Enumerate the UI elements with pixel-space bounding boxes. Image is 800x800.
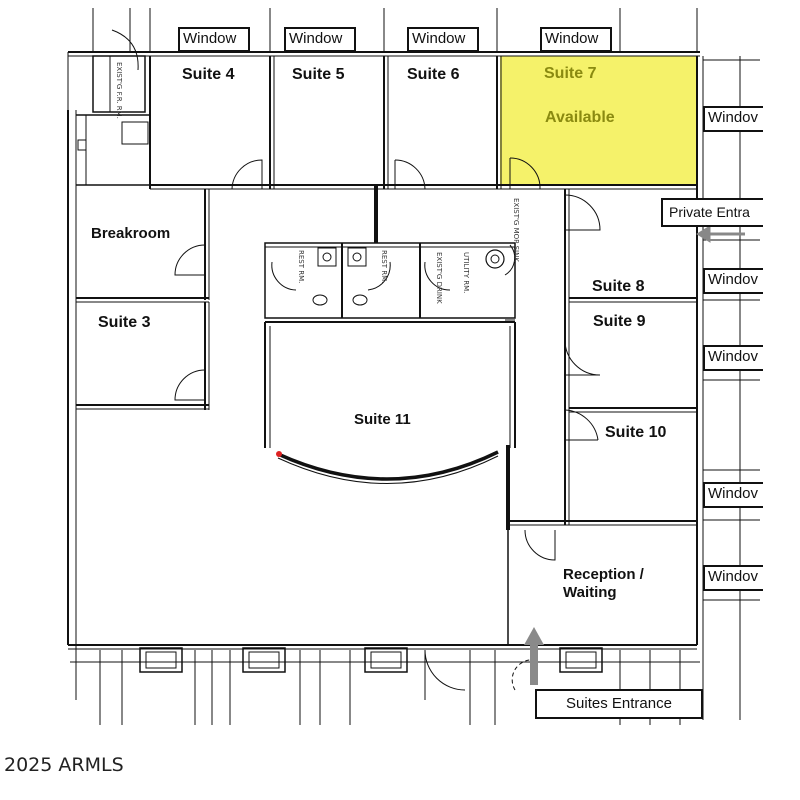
suites-entrance-label: Suites Entrance <box>535 689 703 719</box>
copyright-text: 2025 ARMLS <box>4 754 124 776</box>
suite-4-label: Suite 4 <box>182 66 235 83</box>
existing-fr-room-label: EXIST'G F.R. RM. <box>115 62 123 119</box>
reception-label-line2: Waiting <box>563 584 617 601</box>
reception-label-line1: Reception / <box>563 566 644 583</box>
suite-5-label: Suite 5 <box>292 66 345 83</box>
mop-sink-label: EXIST'G MOP SINK <box>512 198 520 262</box>
suite-7-status: Available <box>545 109 615 126</box>
suite-9-label: Suite 9 <box>593 313 646 330</box>
window-label-right-5: Windov <box>703 565 763 591</box>
suite-8-label: Suite 8 <box>592 278 645 295</box>
rest-room-2-label: REST RM. <box>380 250 388 284</box>
window-label-right-1: Windov <box>703 106 763 132</box>
utility-room-label: UTILITY RM. <box>462 252 470 294</box>
suite-7-highlight <box>500 56 697 184</box>
suite-11-marker <box>276 451 282 457</box>
suite-6-label: Suite 6 <box>407 66 460 83</box>
suite-11-label: Suite 11 <box>354 411 411 428</box>
window-label-top-1: Window <box>178 27 250 52</box>
private-entrance-label: Private Entra <box>661 198 763 227</box>
suite-10-label: Suite 10 <box>605 424 667 441</box>
rest-room-1-label: REST RM. <box>297 250 305 284</box>
window-label-right-2: Windov <box>703 268 763 294</box>
private-entrance-arrow <box>696 225 745 243</box>
window-label-right-4: Windov <box>703 482 763 508</box>
breakroom-label: Breakroom <box>91 225 171 242</box>
window-label-top-2: Window <box>284 27 356 52</box>
drink-label: EXIST'G DRINK <box>435 252 443 304</box>
window-label-right-3: Windov <box>703 345 763 371</box>
window-label-top-4: Window <box>540 27 612 52</box>
suites-entrance-arrow <box>524 627 544 685</box>
suite-7-label: Suite 7 <box>544 65 597 82</box>
suite-3-label: Suite 3 <box>98 314 151 331</box>
window-label-top-3: Window <box>407 27 479 52</box>
